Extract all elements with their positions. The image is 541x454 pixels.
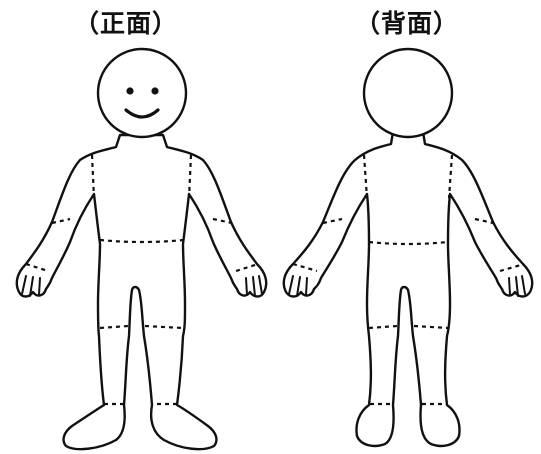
back-body-outline [282,47,534,448]
front-hand-fingers [21,275,263,297]
front-smile [124,108,160,119]
front-body-drawing [15,47,268,451]
back-seam-lines [292,154,525,406]
front-head [96,47,188,139]
back-view-figure: （背面） [271,0,541,454]
front-right-wrist-seam [235,262,259,273]
front-view-figure: （正面） [0,0,270,454]
back-hand-fingers [288,275,526,297]
back-left-shoulder-seam [362,154,369,199]
back-right-elbow-seam [474,217,494,225]
front-left-shoulder-seam [90,154,96,199]
front-waist-seam [99,238,185,244]
front-torso-arms-legs [15,133,268,451]
front-view-label: （正面） [73,9,178,38]
front-right-eye [151,87,159,95]
back-torso-arms-legs [282,130,534,448]
back-view-label: （背面） [354,9,459,38]
back-right-shoulder-seam [447,154,454,199]
front-left-eye [126,87,134,95]
front-body-outline [15,47,268,451]
front-right-knee-seam [144,324,184,330]
front-right-shoulder-seam [187,154,193,199]
back-head [362,47,454,139]
back-body-drawing [282,47,534,448]
front-left-wrist-seam [25,262,49,273]
front-left-elbow-seam [51,217,71,225]
front-face [124,87,160,119]
front-right-elbow-seam [212,217,233,225]
back-left-elbow-seam [322,217,343,225]
front-seam-lines [25,154,259,406]
back-right-knee-seam [413,324,449,330]
